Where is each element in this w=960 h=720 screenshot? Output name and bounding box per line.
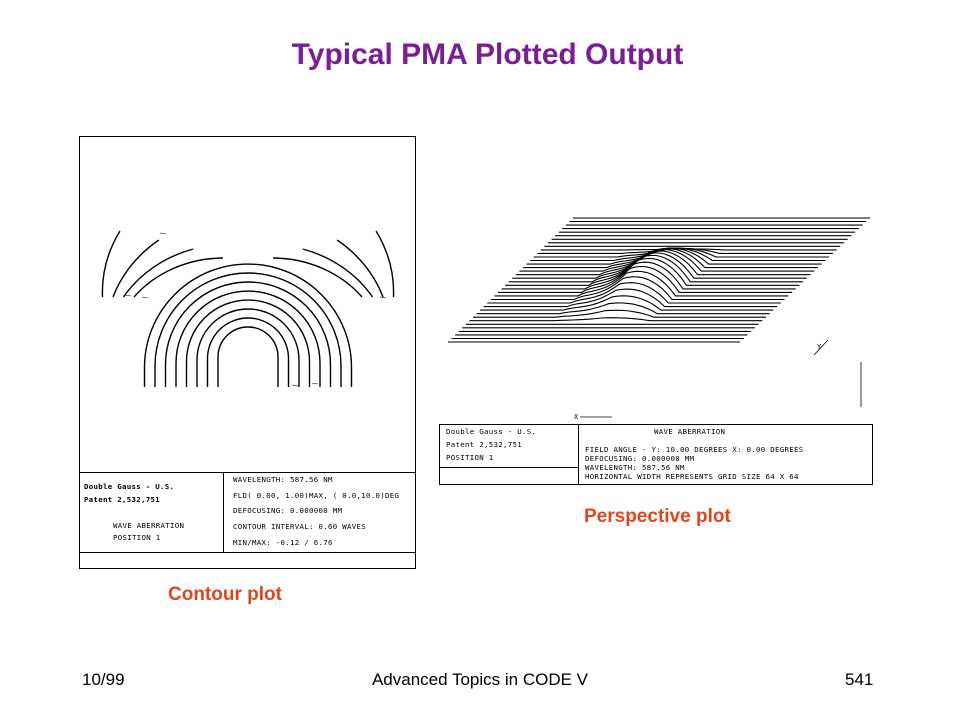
perspective-grid-line	[469, 317, 763, 322]
perspective-grid-line	[508, 254, 804, 283]
contour-label-mark	[311, 382, 319, 385]
contour-line	[143, 263, 353, 387]
contour-plot-graphic	[101, 230, 395, 387]
contour-interval: CONTOUR INTERVAL: 0.60 WAVES	[233, 522, 366, 531]
contour-label-mark	[291, 384, 299, 387]
perspective-field-angle: FIELD ANGLE - Y: 10.00 DEGREES X: 0.00 D…	[585, 445, 804, 454]
contour-line	[122, 248, 374, 298]
footer-date: 10/99	[82, 670, 125, 689]
perspective-grid-line	[523, 248, 818, 269]
perspective-plot-graphic	[448, 217, 870, 418]
contour-label-mark	[124, 294, 132, 297]
perspective-grid-line	[476, 302, 770, 315]
contour-line	[164, 281, 332, 387]
contour-wavelength: WAVELENGTH: 587.56 NM	[233, 475, 333, 484]
perspective-plot-type: WAVE ABERRATION	[654, 427, 726, 436]
perspective-lens-name: Double Gauss - U.S.	[446, 427, 537, 436]
contour-label-mark	[141, 296, 149, 299]
contour-field: FLD( 0.00, 1.00)MAX, ( 0.0,10.0)DEG	[233, 491, 400, 500]
perspective-grid-line	[494, 270, 789, 297]
contour-line	[185, 299, 311, 387]
perspective-grid-line	[515, 250, 811, 276]
contour-defocusing: DEFOCUSING: 0.000000 MM	[233, 506, 343, 515]
contour-line	[217, 326, 279, 387]
perspective-grid-line	[487, 282, 781, 304]
contour-line	[206, 317, 290, 387]
slide-title: Typical PMA Plotted Output	[291, 38, 684, 71]
perspective-patent: Patent 2,532,751	[446, 440, 522, 449]
perspective-grid-line	[512, 252, 807, 279]
contour-min-max: MIN/MAX: -0.12 / 6.76	[233, 538, 333, 547]
contour-line	[175, 290, 321, 387]
perspective-grid-size: HORIZONTAL WIDTH REPRESENTS GRID SIZE 64…	[585, 472, 799, 481]
perspective-defocusing: DEFOCUSING: 0.000000 MM	[585, 454, 695, 463]
perspective-plot-caption: Perspective plot	[584, 506, 731, 527]
perspective-info-box: Double Gauss - U.S. Patent 2,532,751 POS…	[439, 424, 873, 485]
perspective-grid-line	[498, 265, 792, 293]
perspective-grid-line	[483, 288, 778, 308]
contour-line	[112, 239, 384, 298]
contour-line	[154, 272, 342, 387]
contour-lens-name: Double Gauss - U.S.	[84, 482, 175, 491]
perspective-wavelength: WAVELENGTH: 587.56 NM	[585, 463, 685, 472]
contour-info-bottom-rule	[80, 552, 415, 553]
contour-plot-panel: Double Gauss - U.S. Patent 2,532,751 WAV…	[79, 136, 416, 569]
contour-info-box	[80, 472, 415, 473]
perspective-info-rule	[440, 467, 578, 468]
perspective-x-axis-label: X	[574, 413, 579, 421]
perspective-position: POSITION 1	[446, 453, 494, 462]
perspective-grid-line	[526, 247, 822, 265]
perspective-grid-line	[490, 276, 785, 301]
contour-plot-caption: Contour plot	[168, 584, 282, 605]
footer-page-number: 541	[845, 670, 874, 689]
perspective-info-divider	[578, 425, 579, 484]
perspective-grid-line	[480, 295, 774, 311]
contour-plot-type: WAVE ABERRATION	[113, 521, 185, 530]
contour-label-mark	[159, 232, 167, 235]
contour-patent: Patent 2,532,751	[84, 495, 160, 504]
contour-position: POSITION 1	[113, 533, 161, 542]
contour-line	[101, 230, 395, 298]
contour-label-mark	[379, 296, 387, 299]
contour-line	[196, 308, 300, 387]
perspective-grid-line	[540, 248, 837, 251]
perspective-grid-line	[473, 309, 766, 318]
perspective-y-axis-arrow	[813, 339, 829, 356]
perspective-y-axis-label: Y	[817, 343, 822, 351]
contour-line	[133, 257, 363, 298]
perspective-grid-line	[505, 257, 800, 286]
perspective-grid-line	[501, 261, 796, 290]
footer-course-title: Advanced Topics in CODE V	[371, 670, 589, 689]
contour-info-divider	[223, 472, 224, 552]
